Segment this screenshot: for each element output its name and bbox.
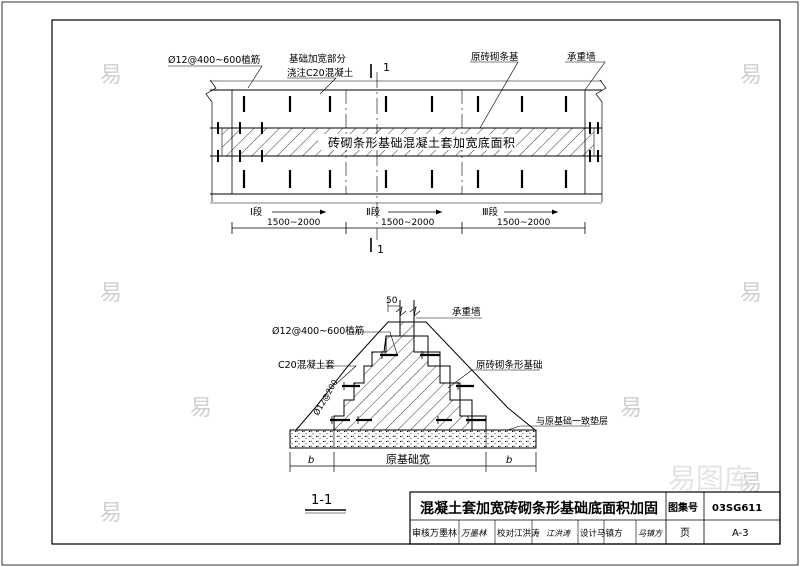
- section-view: 50 承重墙 Ø12@400~600植筋 C20混凝土套 原砖砌条形基础 与原基…: [272, 296, 608, 514]
- section-dim-center: 原基础宽: [386, 452, 430, 466]
- plan-section-mark-top: 1: [383, 61, 390, 74]
- watermark-glyph: 易: [620, 396, 642, 421]
- watermark-glyph: 易: [190, 396, 212, 421]
- title-block: 混凝土套加宽砖砌条形基础底面积加固 图集号 03SG611 审核万墨林 万墨林 …: [409, 491, 781, 545]
- watermark-glyph: 易: [740, 281, 762, 306]
- section-label-wall: 承重墙: [452, 306, 481, 318]
- watermark-layer: 易易易易易易易易: [100, 63, 762, 526]
- plan-view: Ø12@400~600植筋 基础加宽部分 浇注C20混凝土 原砖砌条基 承重墙 …: [168, 51, 607, 256]
- title-block-check: 校对江洪涛: [497, 528, 540, 539]
- title-block-page-no: A-3: [732, 528, 749, 539]
- title-block-page-label: 页: [680, 527, 690, 539]
- segment-1-name: Ⅰ段: [250, 206, 263, 218]
- watermark-glyph: 易: [100, 501, 122, 526]
- watermark-glyph: 易: [740, 63, 762, 88]
- section-cushion: [289, 429, 537, 449]
- section-anchor-bars: [330, 351, 486, 424]
- section-dim-top: 50: [386, 296, 398, 306]
- title-block-design: 设计马镇方: [580, 528, 623, 539]
- segment-2-dim: 1500~2000: [381, 218, 435, 228]
- title-block-atlas-no: 03SG611: [712, 503, 762, 514]
- plan-center-text: 砖砌条形基础混凝土套加宽底面积: [328, 135, 516, 150]
- title-block-atlas-label: 图集号: [668, 501, 698, 514]
- brand-watermark: 易图库: [668, 462, 752, 495]
- section-dim-left: b: [308, 455, 314, 466]
- title-block-review: 审核万墨林: [412, 527, 457, 539]
- watermark-glyph: 易: [740, 471, 762, 496]
- plan-label-wall: 承重墙: [567, 51, 596, 63]
- watermark-glyph: 易: [100, 281, 122, 306]
- segment-1-dim: 1500~2000: [267, 218, 321, 228]
- plan-label-concrete: 浇注C20混凝土: [287, 67, 354, 79]
- title-block-check-sign: 江洪涛: [546, 529, 571, 538]
- watermark-glyph: 易: [100, 63, 122, 88]
- segment-3-name: Ⅲ段: [482, 206, 499, 218]
- section-label-anchor: Ø12@400~600植筋: [272, 325, 364, 337]
- section-label-original: 原砖砌条形基础: [476, 359, 543, 371]
- plan-section-mark-bottom: 1: [377, 243, 384, 256]
- section-label-cushion: 与原基础一致垫层: [536, 415, 608, 427]
- title-block-title: 混凝土套加宽砖砌条形基础底面积加固: [420, 500, 658, 517]
- plan-label-jacket: 基础加宽部分: [289, 53, 347, 65]
- plan-label-original: 原砖砌条基: [471, 51, 519, 63]
- section-label-c20: C20混凝土套: [278, 359, 335, 371]
- segment-2-name: Ⅱ段: [366, 206, 381, 218]
- section-dim-right: b: [506, 455, 512, 466]
- title-block-design-sign: 马镇方: [638, 529, 663, 538]
- plan-anchor-bars: [217, 96, 599, 188]
- title-block-review-sign: 万墨林: [461, 528, 488, 539]
- section-title: 1-1: [311, 493, 332, 508]
- segment-3-dim: 1500~2000: [497, 218, 551, 228]
- plan-label-anchor: Ø12@400~600植筋: [168, 54, 260, 66]
